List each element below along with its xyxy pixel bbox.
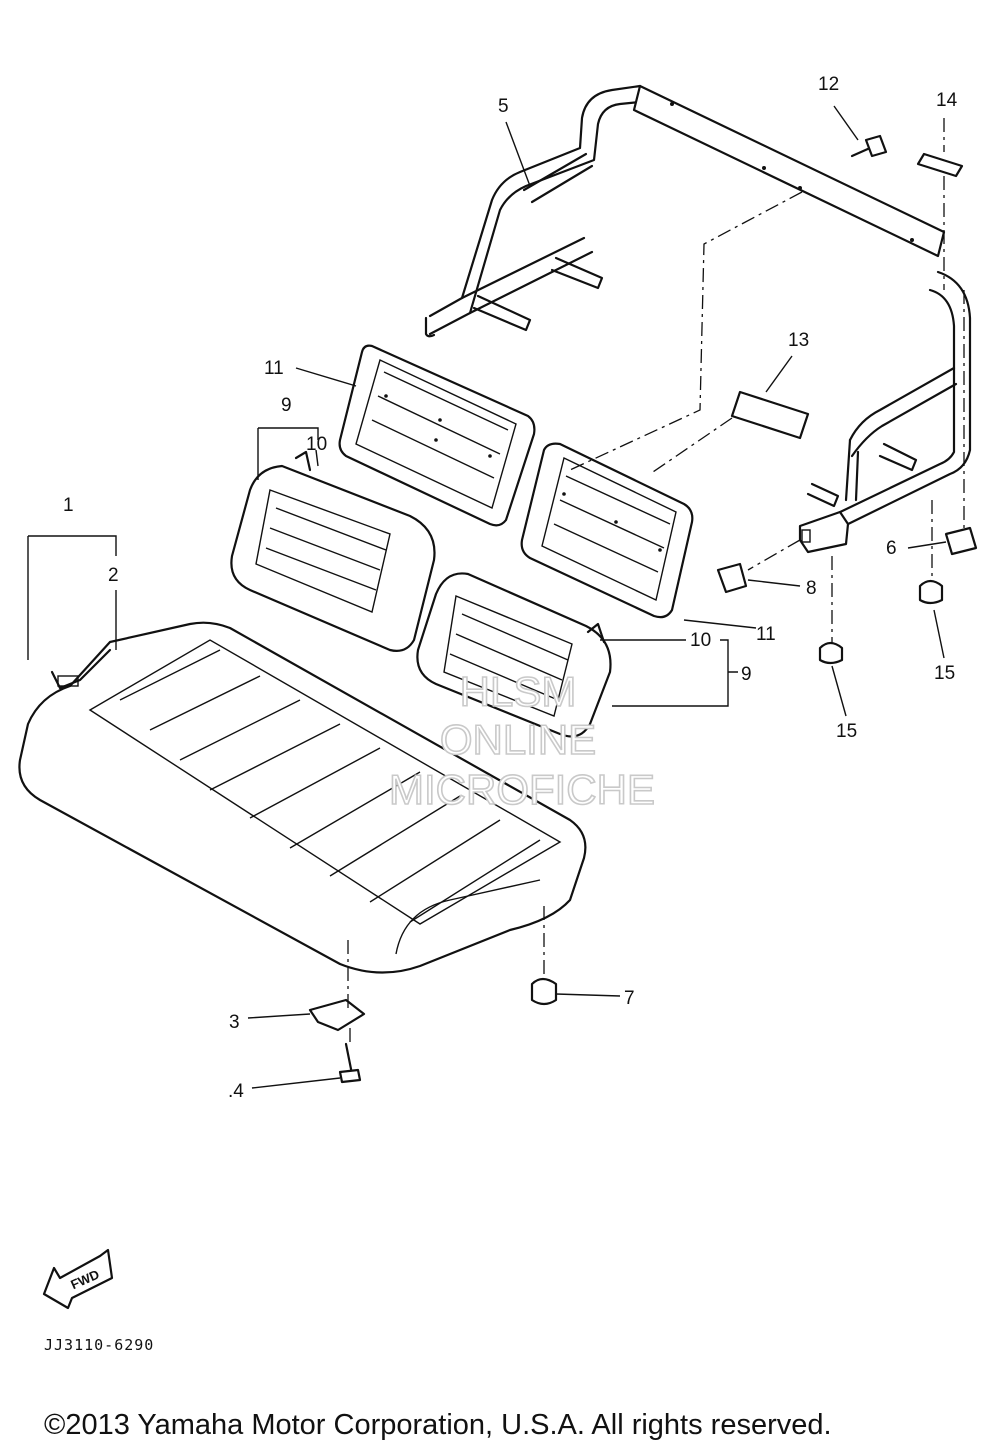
watermark: HLSM ONLINE MICROFICHE [388, 667, 656, 814]
callout-9-right: 9 [741, 664, 752, 685]
callouts: 1 2 3 .4 5 6 7 8 9 9 10 10 11 11 12 13 1… [63, 74, 958, 1102]
callout-11-right: 11 [756, 624, 776, 645]
callout-12: 12 [818, 74, 839, 95]
callout-15-left: 15 [836, 721, 857, 742]
fwd-arrow-icon: FWD [42, 1248, 114, 1310]
callout-11-left: 11 [264, 358, 284, 379]
callout-3: 3 [229, 1012, 240, 1033]
callout-10-left: 10 [306, 434, 327, 455]
backrest-pad-left [338, 344, 536, 527]
watermark-line-1: HLSM [460, 668, 577, 715]
hardware-parts [308, 134, 978, 1084]
figure-code: JJ3110-6290 [44, 1336, 154, 1354]
backrest-pad-right [520, 442, 694, 619]
callout-14: 14 [936, 90, 958, 111]
callout-1: 1 [63, 495, 74, 516]
callout-10-right: 10 [690, 630, 711, 651]
callout-5: 5 [498, 96, 509, 117]
callout-7: 7 [624, 988, 635, 1009]
callout-13: 13 [788, 330, 809, 351]
back-cushion-left [230, 450, 436, 652]
callout-4: .4 [228, 1081, 244, 1102]
backrest-frame [424, 84, 972, 554]
back-cushion-right [416, 572, 612, 738]
watermark-line-3: MICROFICHE [389, 766, 655, 813]
callout-6: 6 [886, 538, 897, 559]
copyright-notice: ©2013 Yamaha Motor Corporation, U.S.A. A… [44, 1409, 832, 1441]
leader-lines [27, 105, 965, 1089]
callout-2: 2 [108, 565, 119, 586]
callout-8: 8 [806, 578, 817, 599]
seat-cushion [18, 621, 587, 974]
watermark-line-2: ONLINE [440, 716, 596, 763]
callout-9-left: 9 [281, 395, 292, 416]
callout-15-right: 15 [934, 663, 955, 684]
